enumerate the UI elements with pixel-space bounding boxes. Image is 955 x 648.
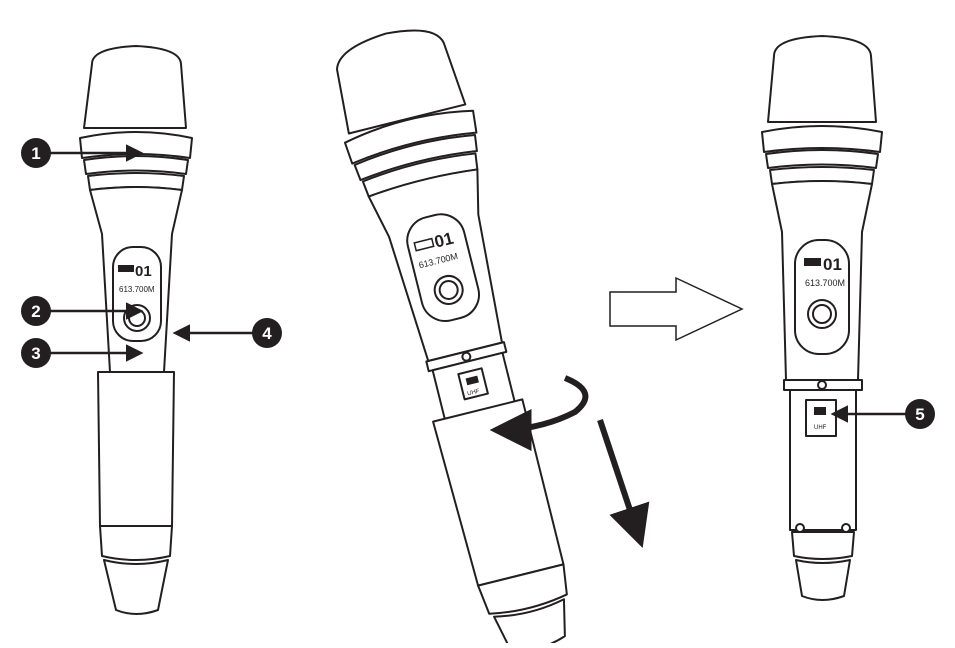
callout-5: 5 [830, 399, 935, 429]
mic3-screw [817, 380, 827, 390]
mic1-bottom-cap [99, 525, 173, 561]
step-arrow-icon [609, 276, 744, 342]
callout-4-number: 4 [262, 324, 272, 343]
callout-4-badge [252, 318, 282, 348]
mic1-channel: 01 [135, 263, 152, 280]
mic2-grille [336, 29, 467, 135]
mic1-grille [83, 45, 187, 129]
mic-unscrew-view [336, 29, 568, 648]
mic2-channel: 01 [432, 229, 455, 252]
mic3-battery-icon [804, 258, 821, 266]
callout-4: 4 [172, 318, 282, 348]
mic1-power-button-inner [128, 309, 146, 327]
mic2-power-button-inner [438, 279, 459, 300]
mic3-power-button-inner [812, 304, 832, 324]
mic2-battery-icon [413, 237, 435, 252]
mic3-frequency: 613.700M [805, 278, 845, 288]
mic2-band-label: UHF [467, 389, 481, 398]
callout-3: 3 [21, 338, 144, 368]
mic3-bottom-cap [791, 531, 855, 560]
mic3-base-screw-right [841, 523, 851, 533]
mic3-channel: 01 [823, 255, 842, 274]
mic2-bottom-end [493, 598, 566, 648]
pull-down-arrow-icon [597, 419, 650, 548]
mic3-ring-1 [761, 125, 883, 153]
mic2-ring-2 [353, 134, 478, 182]
callout-3-badge [21, 338, 51, 368]
callout-3-number: 3 [31, 344, 40, 363]
mic2-battery-switch [465, 375, 479, 386]
mic2-ring-1 [343, 109, 478, 165]
callout-1-number: 1 [31, 144, 40, 163]
callout-2-badge [21, 296, 51, 326]
mic1-bottom-end [103, 559, 169, 615]
mic3-battery-switch [814, 407, 826, 415]
mic3-ring-2 [765, 149, 879, 169]
callout-5-number: 5 [915, 405, 924, 424]
mic3-display: 01 613.700M UHF [804, 255, 845, 431]
mic-battery-view [761, 35, 883, 601]
callout-2: 2 [21, 296, 144, 326]
callout-5-badge [905, 399, 935, 429]
mic3-bottom-end [795, 559, 851, 601]
mic1-frequency: 613.700M [119, 285, 155, 294]
mic1-handle [97, 371, 175, 527]
callout-2-number: 2 [31, 302, 40, 321]
rotate-arrow-icon [489, 375, 589, 451]
mic1-ring-2 [83, 155, 189, 175]
mic3-band-label: UHF [814, 425, 827, 431]
mic3-base-screw-left [795, 523, 805, 533]
mic-front-view [79, 45, 193, 615]
mic3-display-window [794, 239, 850, 355]
battery-icon [118, 265, 134, 272]
callout-1-badge [21, 138, 51, 168]
mic1-display: 01 613.700M [118, 263, 155, 294]
callout-1: 1 [21, 138, 144, 168]
mic2-bottom-cap [477, 563, 568, 615]
mic3-grille [767, 35, 877, 123]
